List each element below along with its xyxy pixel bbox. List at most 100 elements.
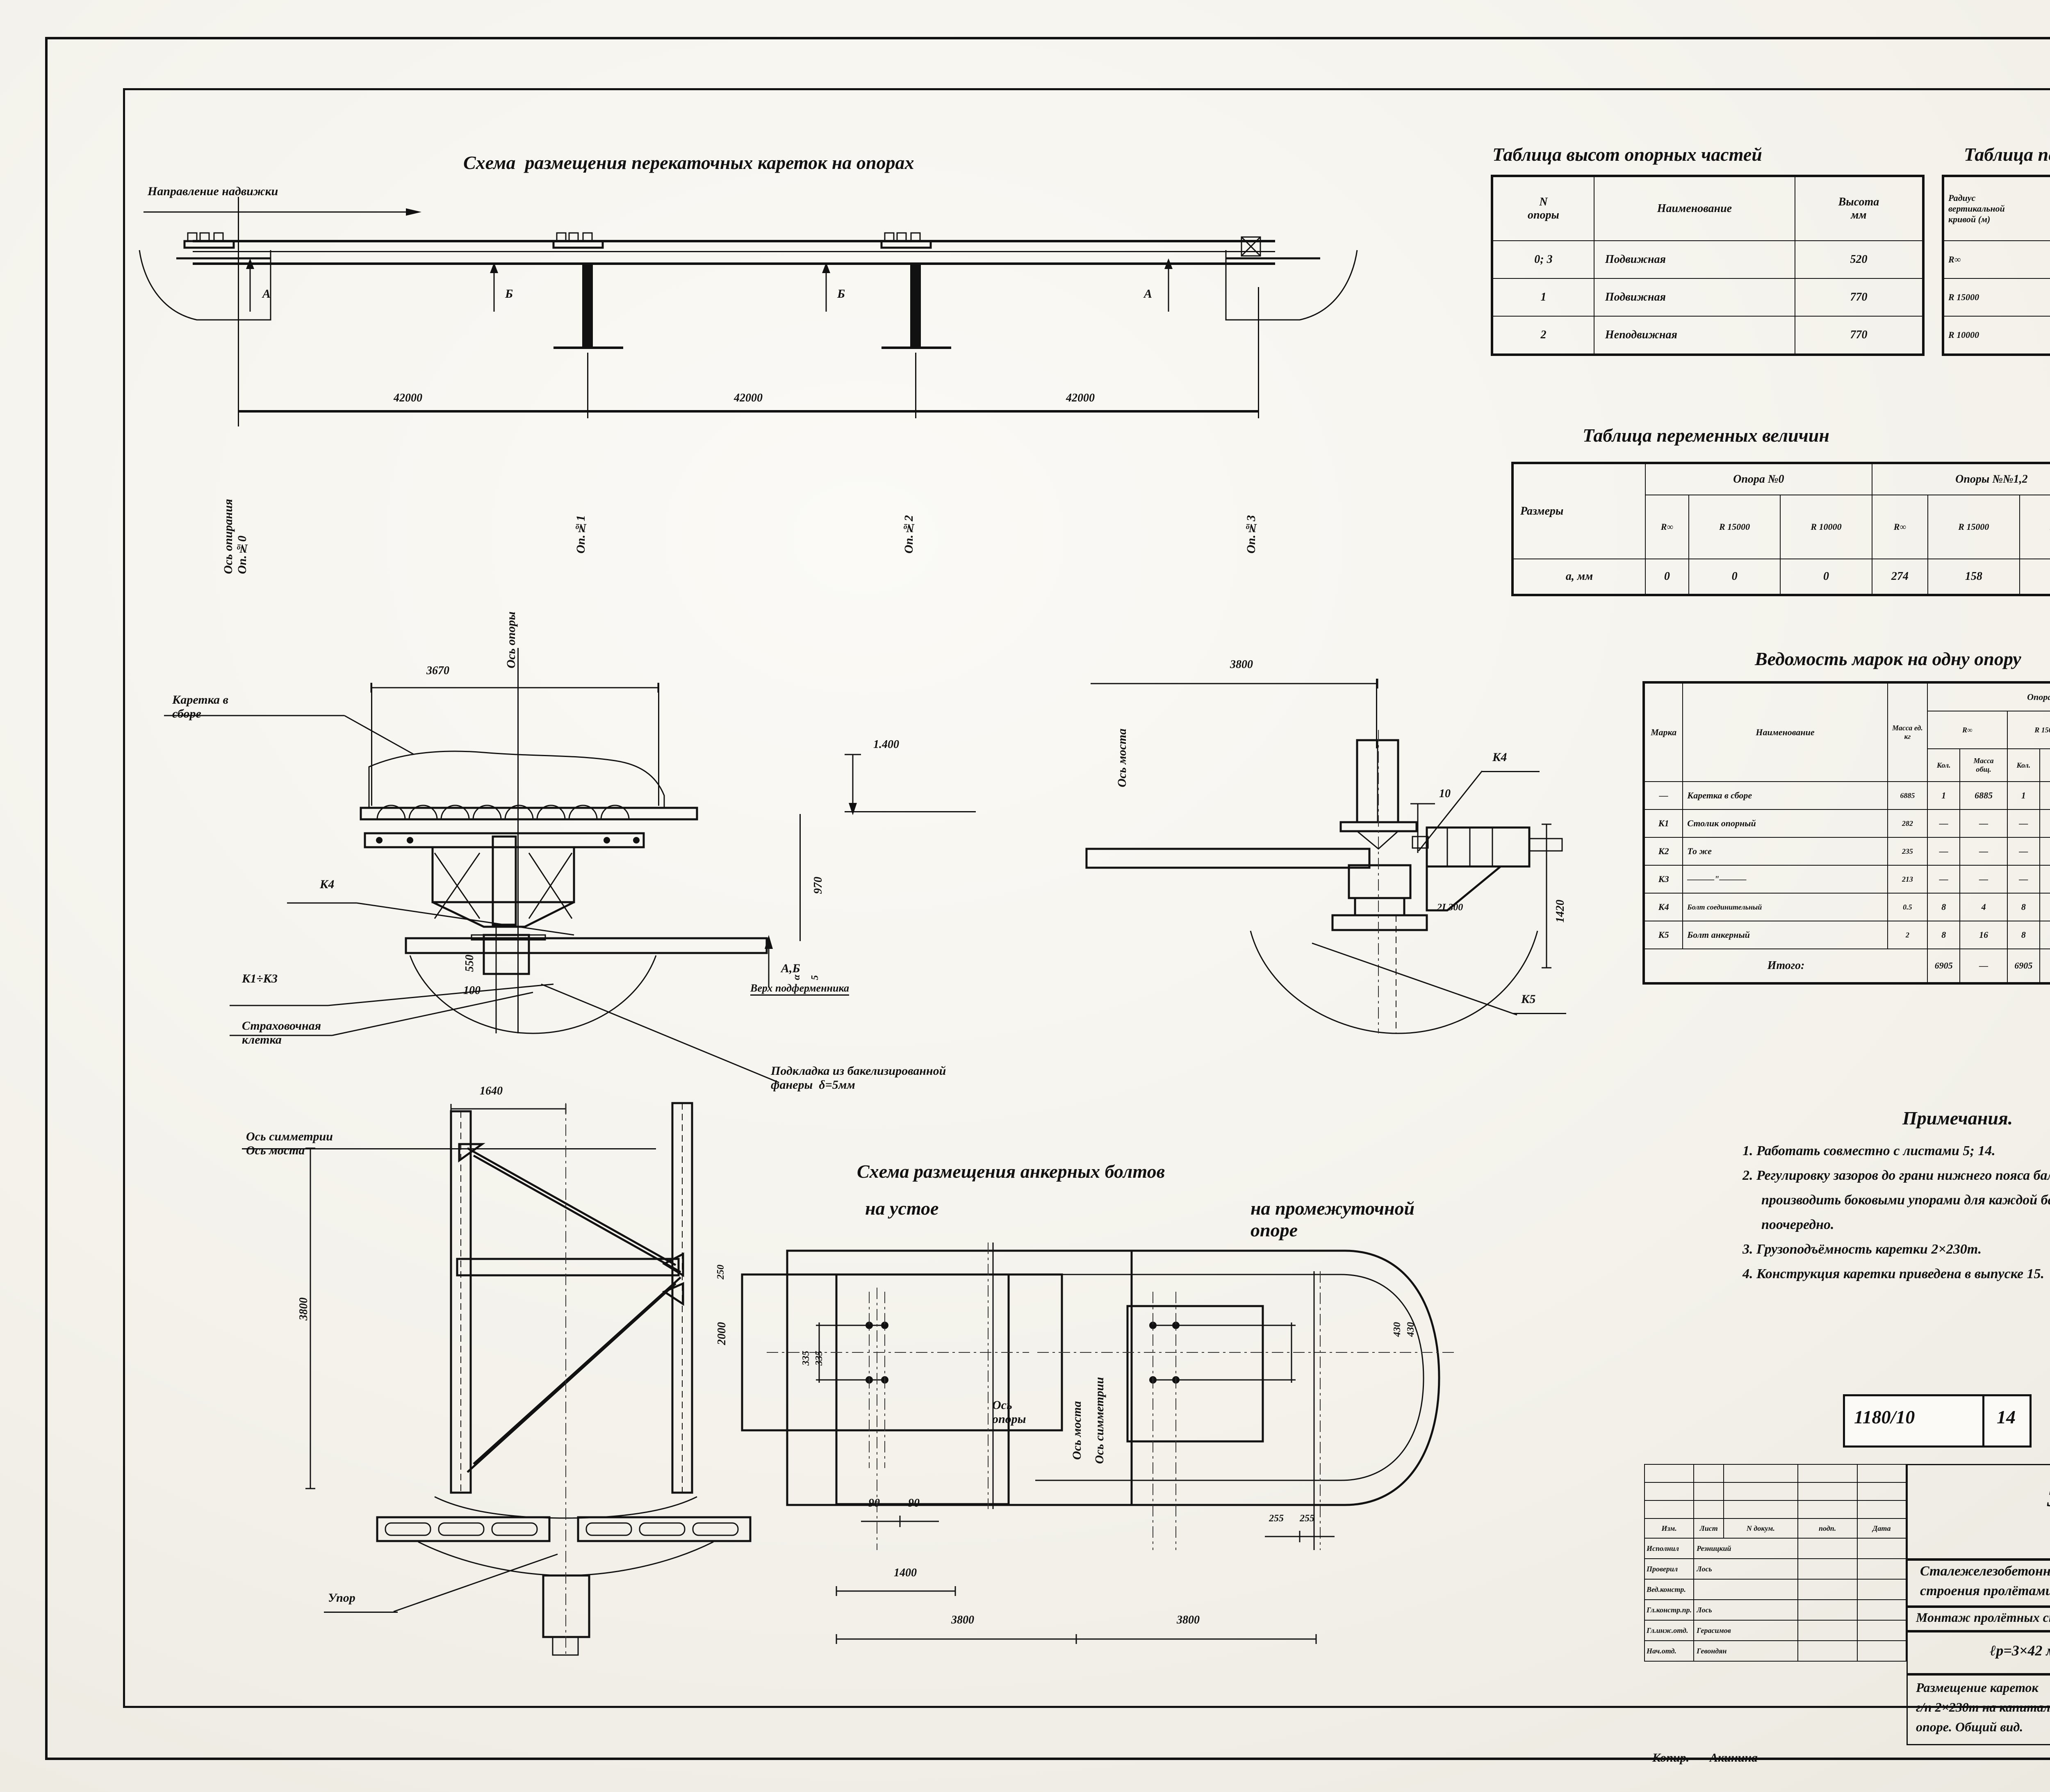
support-label-op1: Оп.№1 — [574, 515, 588, 554]
signature-row: Гл.констр.пр.Лось — [1644, 1599, 1907, 1621]
anchor-dim-line-255 — [1265, 1531, 1335, 1542]
verh-podfermennika-label: Верх подфермeнника — [750, 982, 849, 996]
anchor-dim-430b: 430 — [1405, 1322, 1416, 1337]
signature-row: Гл.инж.отд.Герасимов — [1644, 1620, 1907, 1641]
role-label: Вед.констр. — [1644, 1579, 1695, 1600]
ext-3800-right — [1376, 679, 1377, 748]
ext-3670-left — [371, 683, 372, 806]
dim-3800-right-detail: 3800 — [1230, 658, 1253, 671]
revision-blank-cell — [1797, 1500, 1858, 1519]
data-cell: 0 — [1780, 559, 1872, 595]
axis-line-tower — [242, 1148, 656, 1149]
total-cell: 6905 — [2007, 948, 2041, 983]
dim-1400: 1.400 — [873, 738, 899, 751]
signature-cell — [1797, 1538, 1858, 1559]
section-mark-b-left — [490, 262, 498, 312]
note-item: 4. Конструкция каретки приведена в выпус… — [1742, 1266, 2045, 1281]
anchor-dim-2000: 2000 — [715, 1322, 728, 1345]
data-cell: Подвижная — [1593, 278, 1795, 317]
leader-k4-right — [1418, 771, 1483, 851]
label-upor: Упор — [328, 1591, 355, 1605]
anchor-scheme-subtitle-left: на устое — [865, 1198, 939, 1219]
cell-value: 6885 — [1959, 781, 2008, 810]
cell-name: Болт анкерный — [1682, 921, 1888, 949]
leader-upor — [393, 1553, 558, 1612]
revision-blank-cell — [1693, 1464, 1724, 1483]
pier-1 — [582, 262, 593, 349]
cell-mass: 6885 — [1887, 781, 1928, 810]
drawing-number: 1180/10 — [1854, 1407, 1915, 1427]
title-block-object-line1: Сталежелезобетонные пролётные — [1920, 1564, 2050, 1579]
anchor-dim-90a: 90 — [868, 1497, 880, 1509]
data-cell: 0; 3 — [1492, 240, 1594, 279]
cell-value: — — [2007, 837, 2041, 866]
date-cell — [1856, 1599, 1907, 1621]
anchor-dim-335b: 335 — [814, 1351, 825, 1366]
span-dim-2: 42000 — [734, 392, 763, 404]
anchor-plan-drawing — [741, 1243, 1456, 1550]
dim-line-3800-tower — [305, 1147, 315, 1489]
level-line-1400 — [845, 811, 976, 812]
leader-k1k3 — [230, 983, 554, 1006]
data-cell: 274 — [1871, 559, 1929, 595]
copier-label: Копир. — [1652, 1751, 1690, 1765]
cell-value: — — [1959, 837, 2008, 866]
ext-line-op1 — [587, 353, 588, 418]
table-marks-title: Ведомость марок на одну опору — [1755, 648, 2021, 669]
leader-karetka — [164, 715, 415, 755]
section-mark-b-right — [822, 262, 830, 312]
header-mass: Масса ед. кг — [1887, 683, 1928, 782]
dim-970: 970 — [812, 877, 825, 894]
cell-name: Болт соединительный — [1682, 893, 1888, 921]
cell-mass: 0.5 — [1887, 893, 1928, 921]
dim-line-3670 — [370, 683, 659, 693]
radius-header-cell: R 15000 — [2007, 711, 2050, 749]
leader-underline-k5 — [1513, 1013, 1566, 1014]
revision-header-cell: N докум. — [1723, 1518, 1798, 1539]
cell-name: ———"——— — [1682, 865, 1888, 894]
dim-2i300: 2I 300 — [1437, 902, 1463, 913]
role-label: Гл.констр.пр. — [1644, 1599, 1695, 1621]
cell-value: 8 — [1927, 921, 1961, 949]
anchor-dim-line-90 — [861, 1516, 939, 1527]
table-marks-row: К3———"———213——————————2426 — [1644, 865, 2050, 894]
cell-marka: К2 — [1644, 837, 1683, 866]
header-cell: Наименование — [1593, 176, 1795, 241]
signature-cell — [1797, 1640, 1858, 1662]
sub-header-mass: Масса общ. — [2039, 748, 2050, 782]
abutment-left — [139, 250, 271, 321]
data-cell: 99 — [2019, 559, 2050, 595]
date-cell — [1856, 1620, 1907, 1641]
data-cell: 0 — [1688, 559, 1781, 595]
sheet-frame-inner — [123, 88, 2050, 1708]
sub-header-kol: Кол. — [1927, 748, 1961, 782]
girder-bottom-flange — [193, 262, 1275, 265]
group-right: Опоры №№1,2 — [1871, 463, 2050, 495]
title-block-name-cell: Размещение кареток г/п 2×230т на капитал… — [1906, 1673, 2050, 1745]
ext-3670-right — [658, 683, 659, 806]
data-cell: 520 — [1794, 240, 1923, 279]
revision-blank-cell — [1856, 1482, 1907, 1501]
ext-line-op2 — [915, 353, 916, 418]
support-label-op3: Оп.№3 — [1244, 515, 1258, 554]
title-block-object-line2: строения пролётами 40,60 и 80м — [1920, 1583, 2050, 1598]
note-item: 3. Грузоподъёмность каретки 2×230т. — [1742, 1242, 1982, 1257]
role-label: Проверил — [1644, 1558, 1695, 1580]
revision-blank-row — [1644, 1482, 1907, 1501]
cell-value: — — [1927, 837, 1961, 866]
girder-web — [193, 251, 1275, 252]
revision-blank-cell — [1644, 1464, 1695, 1483]
dim-5: 5 — [810, 975, 820, 980]
section-arrow-ab — [765, 935, 773, 987]
label-k1-k3: К1÷К3 — [242, 972, 278, 985]
revision-header-cell: Изм. — [1644, 1518, 1695, 1539]
cell-value: 8 — [1927, 893, 1961, 921]
cell-value: — — [2039, 865, 2050, 894]
revision-blank-cell — [1856, 1500, 1907, 1519]
